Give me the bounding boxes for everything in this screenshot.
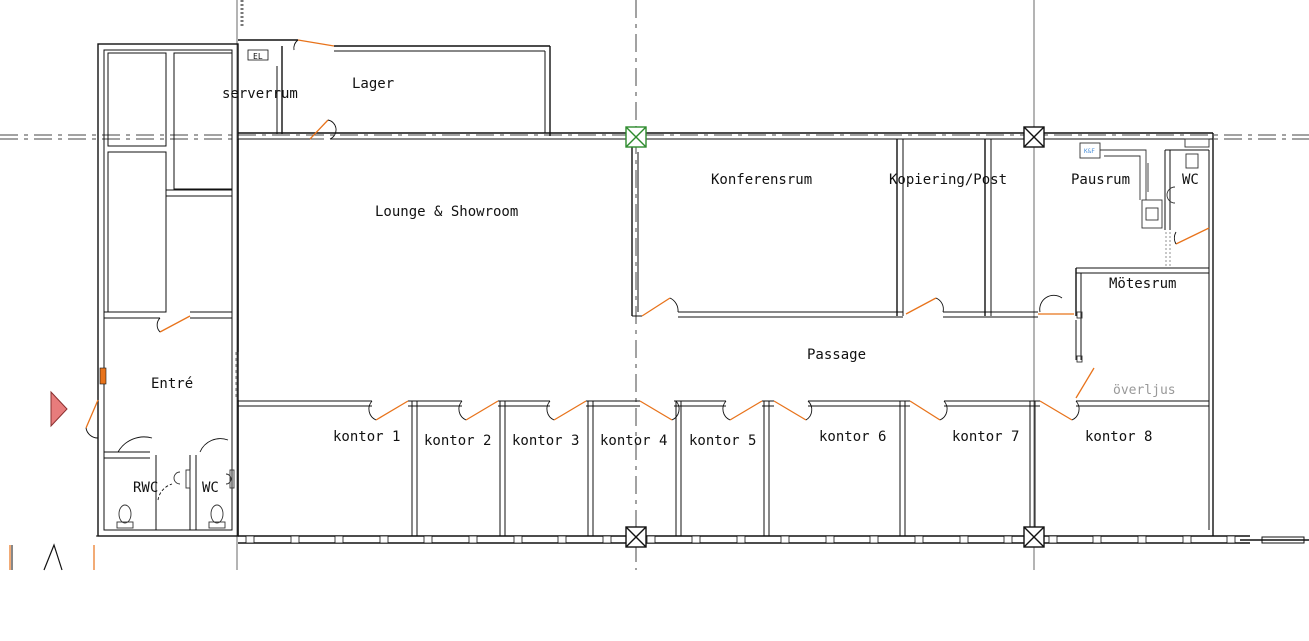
label-kaf: K&F [1084, 148, 1095, 155]
facade-post [646, 535, 656, 544]
grid-cross-marker-icon [625, 126, 647, 148]
facade-post [1003, 535, 1013, 544]
grid-cross-marker-icon [1023, 126, 1045, 148]
label-konferensrum: Konferensrum [711, 172, 812, 188]
label-lager: Lager [352, 76, 394, 92]
facade-post [1048, 535, 1058, 544]
facade-post [423, 535, 433, 544]
facade-post [468, 535, 478, 544]
facade-post [290, 535, 300, 544]
facade-post [1092, 535, 1102, 544]
label-kontor-5: kontor 5 [689, 433, 756, 449]
facade-post [825, 535, 835, 544]
label-motesrum: Mötesrum [1109, 276, 1176, 292]
label-lounge-showroom: Lounge & Showroom [375, 204, 518, 220]
facade-post [914, 535, 924, 544]
facade-post [379, 535, 389, 544]
facade-post [1137, 535, 1147, 544]
facade-post [334, 535, 344, 544]
label-kontor-4: kontor 4 [600, 433, 667, 449]
label-kontor-7: kontor 7 [952, 429, 1019, 445]
label-kontor-8: kontor 8 [1085, 429, 1152, 445]
toilets [116, 469, 235, 529]
facade-post [691, 535, 701, 544]
label-wc-entre: WC [202, 480, 219, 496]
facade-post [1226, 535, 1236, 544]
entrance-triangle-icon [50, 390, 68, 428]
facade-post [780, 535, 790, 544]
doors [85, 39, 1210, 501]
left-block-walls [97, 43, 239, 537]
label-passage: Passage [807, 347, 866, 363]
label-kontor-1: kontor 1 [333, 429, 400, 445]
label-kopiering-post: Kopiering/Post [889, 172, 1007, 188]
grid-cross-marker-icon [625, 526, 647, 548]
label-overljus: överljus [1113, 383, 1176, 398]
facade-post [1182, 535, 1192, 544]
label-kontor-3: kontor 3 [512, 433, 579, 449]
pausrum-walls [1075, 138, 1210, 363]
konferensrum-walls [631, 139, 1038, 318]
label-entre: Entré [151, 376, 193, 392]
facade-post [513, 535, 523, 544]
label-rwc: RWC [133, 480, 158, 496]
facade-posts [245, 535, 1236, 544]
facade-post [602, 535, 612, 544]
label-el: EL [253, 52, 263, 61]
facade-post [736, 535, 746, 544]
label-serverrum: serverrum [222, 86, 298, 102]
el-panel [247, 49, 269, 61]
north-marker-icon [9, 535, 238, 571]
facade-post [869, 535, 879, 544]
label-kontor-6: kontor 6 [819, 429, 886, 445]
label-kontor-2: kontor 2 [424, 433, 491, 449]
label-pausrum: Pausrum [1071, 172, 1130, 188]
room-labels: EL serverrum Lager Lounge & Showroom Kon… [133, 52, 1199, 496]
office-walls [238, 400, 1209, 536]
facade-post [245, 535, 255, 544]
facade-post [557, 535, 567, 544]
label-wc-pausrum: WC [1182, 172, 1199, 188]
grid-cross-marker-icon [1023, 526, 1045, 548]
facade-post [959, 535, 969, 544]
